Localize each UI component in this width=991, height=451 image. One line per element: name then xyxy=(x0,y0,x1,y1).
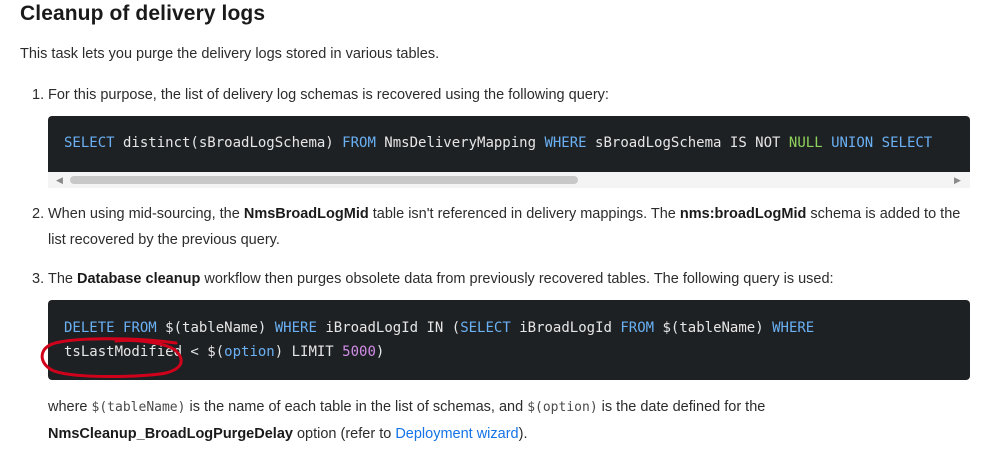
page-title: Cleanup of delivery logs xyxy=(20,2,266,25)
code-text: ) LIMIT xyxy=(274,344,343,360)
horizontal-scrollbar[interactable]: ◀ ▶ xyxy=(48,172,970,188)
step-3-text-part: workflow then purges obsolete data from … xyxy=(200,271,834,287)
code-keyword: SELECT xyxy=(64,135,115,151)
code-keyword: FROM xyxy=(620,320,655,336)
step-2-text-part: When using mid-sourcing, the xyxy=(48,206,244,222)
step-1-number: 1. xyxy=(32,87,45,103)
workflow-name-bold: Database cleanup xyxy=(77,271,201,287)
step-3-text-part: The xyxy=(48,271,78,287)
footer-text-part: ). xyxy=(518,426,528,442)
footer-text-part: where xyxy=(48,399,92,415)
step-2-text-part: table isn't referenced in delivery mappi… xyxy=(368,206,680,222)
code-keyword: SELECT xyxy=(460,320,511,336)
footer-text-part: is the name of each table in the list of… xyxy=(185,399,528,415)
code-text: $(tableName) xyxy=(654,320,773,336)
footer-text-part: option (refer to xyxy=(292,426,396,442)
scroll-left-arrow-icon[interactable]: ◀ xyxy=(56,175,63,185)
step-2-text-part: schema is added to the xyxy=(806,206,961,222)
code-keyword: FROM xyxy=(342,135,376,151)
code-text: sBroadLogSchema IS NOT xyxy=(586,135,789,151)
code-text: tsLastModified < $( xyxy=(64,344,225,360)
step-3-number: 3. xyxy=(32,271,45,287)
code-keyword: WHERE xyxy=(274,320,317,336)
code-text: distinct(sBroadLogSchema) xyxy=(114,135,343,151)
inline-code-option: $(option) xyxy=(527,400,598,415)
code-text: $(tableName) xyxy=(156,320,275,336)
code-keyword: DELETE xyxy=(64,320,115,336)
code-text: ) xyxy=(375,344,385,360)
code-2-line-1: DELETE FROM $(tableName) WHERE iBroadLog… xyxy=(64,316,970,340)
code-number: 5000 xyxy=(342,344,376,360)
code-keyword: WHERE xyxy=(772,320,815,336)
code-keyword: FROM xyxy=(123,320,157,336)
code-null: NULL xyxy=(788,135,823,151)
step-1-text: For this purpose, the list of delivery l… xyxy=(48,87,609,103)
schema-name-bold: nms:broadLogMid xyxy=(679,206,807,222)
step-3-text: The Database cleanup workflow then purge… xyxy=(48,266,968,292)
scrollbar-thumb[interactable] xyxy=(70,176,578,184)
code-keyword: SELECT xyxy=(881,135,933,151)
inline-code-tablename: $(tableName) xyxy=(91,400,186,415)
code-text xyxy=(823,135,831,151)
code-text xyxy=(873,135,881,151)
code-text: iBroadLogId IN ( xyxy=(316,320,461,336)
code-block-1: SELECT distinct(sBroadLogSchema) FROM Nm… xyxy=(48,116,970,172)
footer-text-part: is the date defined for the xyxy=(597,399,766,415)
step-2-text-part: list recovered by the previous query. xyxy=(48,232,280,248)
code-text: iBroadLogId xyxy=(510,320,621,336)
code-block-2: DELETE FROM $(tableName) WHERE iBroadLog… xyxy=(48,300,970,380)
code-text xyxy=(115,320,123,336)
code-2-line-2: tsLastModified < $(option) LIMIT 5000) xyxy=(64,340,970,364)
deployment-wizard-link[interactable]: Deployment wizard xyxy=(395,426,519,442)
code-keyword: option xyxy=(224,344,275,360)
table-name-bold: NmsBroadLogMid xyxy=(243,206,369,222)
code-keyword: WHERE xyxy=(544,135,587,151)
code-keyword: UNION xyxy=(831,135,874,151)
scroll-right-arrow-icon[interactable]: ▶ xyxy=(954,175,961,185)
footer-paragraph: where $(tableName) is the name of each t… xyxy=(48,394,968,447)
option-name-bold: NmsCleanup_BroadLogPurgeDelay xyxy=(48,426,293,442)
step-2-text: When using mid-sourcing, the NmsBroadLog… xyxy=(48,201,968,253)
code-1-line: SELECT distinct(sBroadLogSchema) FROM Nm… xyxy=(64,131,970,155)
code-text: NmsDeliveryMapping xyxy=(375,135,545,151)
intro-text: This task lets you purge the delivery lo… xyxy=(20,46,440,62)
step-2-number: 2. xyxy=(32,206,45,222)
